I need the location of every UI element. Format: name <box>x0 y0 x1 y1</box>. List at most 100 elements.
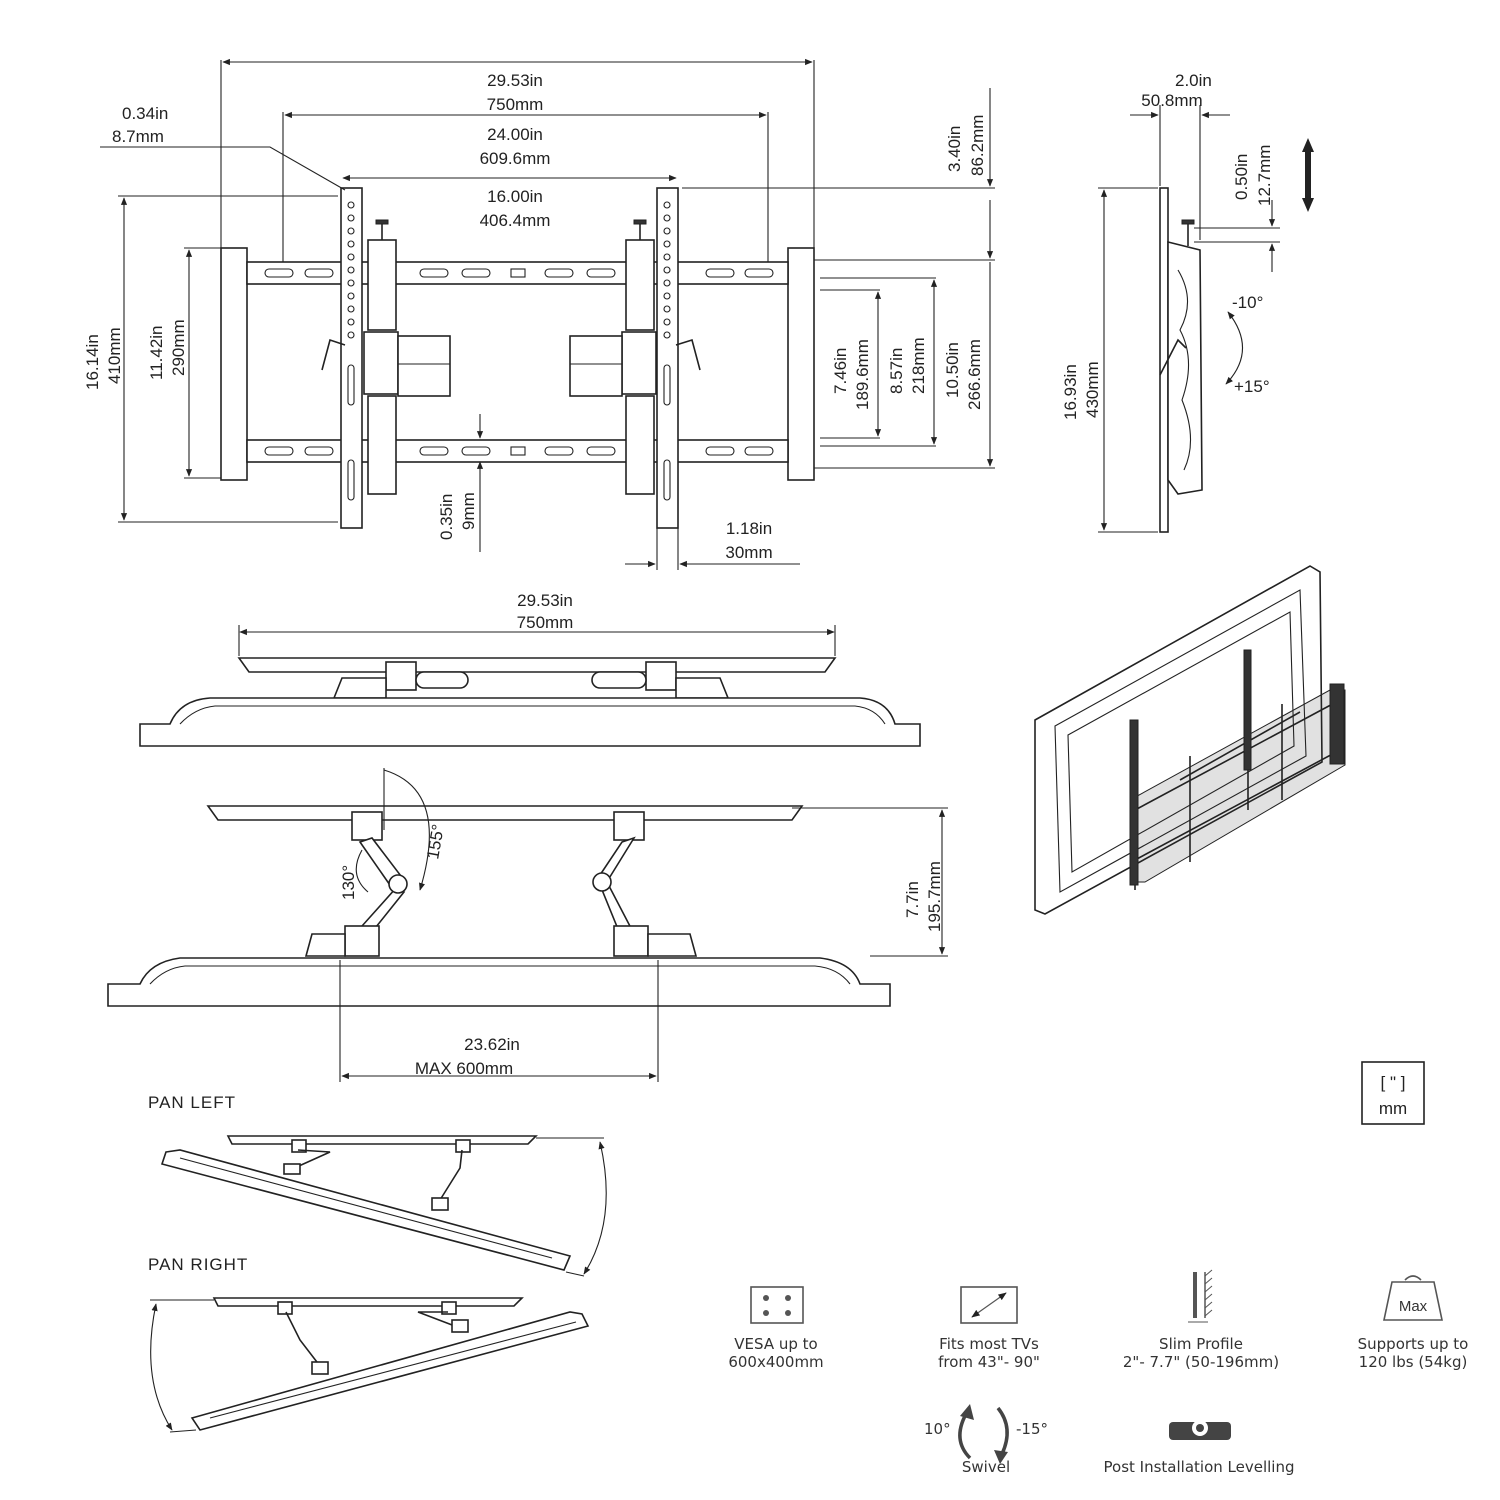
weight-line2: 120 lbs (54kg) <box>1359 1353 1468 1371</box>
folded-width-in: 29.53in <box>517 591 573 610</box>
front-view: 29.53in 750mm 24.00in 609.6mm 16.00in 40… <box>83 58 995 570</box>
depth-in: 2.0in <box>1175 71 1212 90</box>
folded-tv-profile <box>139 697 921 747</box>
left-end-plate <box>220 247 248 481</box>
swivel-label: Swivel <box>962 1458 1010 1476</box>
feature-levelling: Post Installation Levelling <box>1104 1420 1295 1476</box>
feature-tv-size: Fits most TVs from 43"- 90" <box>938 1286 1040 1371</box>
slim-profile-icon <box>1188 1269 1213 1323</box>
pan-right-title: PAN RIGHT <box>148 1255 248 1274</box>
arm-holes <box>347 201 671 501</box>
vesa-line2: 600x400mm <box>728 1353 823 1371</box>
folded-wall-rail <box>237 657 837 673</box>
swivel-right-angle: -15° <box>1016 1420 1048 1438</box>
arm-width-in: 1.18in <box>726 519 772 538</box>
extended-depth-in: 7.7in <box>903 881 922 918</box>
swivel-right-icon <box>994 1406 1009 1464</box>
h3-mm: 266.6mm <box>965 339 984 410</box>
vesa-line1: VESA up to <box>734 1335 817 1353</box>
front-dimension-lines <box>100 58 995 570</box>
pan-right-view: PAN RIGHT <box>148 1255 590 1433</box>
inner-width-in: 24.00in <box>487 125 543 144</box>
h3-in: 10.50in <box>943 342 962 398</box>
h2-in: 8.57in <box>887 348 906 394</box>
tv-size-icon <box>960 1286 1018 1324</box>
slot-in: 0.35in <box>437 494 456 540</box>
hole-mm: 8.7mm <box>112 127 164 146</box>
levelling-label: Post Installation Levelling <box>1104 1458 1295 1476</box>
swivel-left-angle: 10° <box>924 1420 951 1438</box>
tilt-arc <box>1225 311 1244 385</box>
elbow-angle: 130° <box>339 865 358 900</box>
slim-line1: Slim Profile <box>1159 1335 1243 1353</box>
tv-size-line1: Fits most TVs <box>939 1335 1039 1353</box>
weight-line1: Supports up to <box>1358 1335 1469 1353</box>
folded-width-mm: 750mm <box>517 613 574 632</box>
extended-wall-rail <box>206 805 804 821</box>
top-offset-mm: 86.2mm <box>968 115 987 176</box>
feature-weight: Max Supports up to 120 lbs (54kg) <box>1358 1275 1469 1371</box>
units-inch: [ " ] <box>1381 1073 1406 1092</box>
level-icon <box>1169 1420 1231 1440</box>
right-vertical-arm <box>656 187 679 529</box>
depth-mm: 50.8mm <box>1141 91 1202 110</box>
extended-depth-mm: 195.7mm <box>925 861 944 932</box>
span-in: 23.62in <box>464 1035 520 1054</box>
top-offset-in: 3.40in <box>945 126 964 172</box>
h1-mm: 189.6mm <box>853 339 872 410</box>
right-hook <box>569 219 701 495</box>
adjust-mm: 12.7mm <box>1255 145 1274 206</box>
swivel-left-icon <box>958 1404 974 1460</box>
pan-left-view: PAN LEFT <box>148 1093 607 1277</box>
iso-mount <box>1129 649 1346 890</box>
slot-mm: 9mm <box>459 492 478 530</box>
overall-width-in: 29.53in <box>487 71 543 90</box>
span-mm: MAX 600mm <box>415 1059 513 1078</box>
folded-view: 29.53in 750mm <box>139 591 921 747</box>
isometric-view <box>1034 565 1346 915</box>
h1-in: 7.46in <box>831 348 850 394</box>
vesa-width-in: 16.00in <box>487 187 543 206</box>
arm-angle: 155° <box>423 823 448 861</box>
bottom-rail <box>246 439 789 463</box>
left-hook <box>321 219 451 495</box>
side-wall-plate <box>1159 187 1169 533</box>
weight-icon: Max <box>1383 1275 1443 1321</box>
adjust-in: 0.50in <box>1232 154 1251 200</box>
tv-size-line2: from 43"- 90" <box>938 1353 1040 1371</box>
extended-tv-profile <box>107 957 891 1007</box>
frame-height-mm: 290mm <box>169 319 188 376</box>
inner-width-mm: 609.6mm <box>480 149 551 168</box>
left-vertical-arm <box>340 187 363 529</box>
units-legend: [ " ] mm <box>1361 1061 1425 1125</box>
hole-in: 0.34in <box>122 104 168 123</box>
side-view: 2.0in 50.8mm 0.50in 12.7mm 16.93in 430mm… <box>1061 71 1314 533</box>
side-height-in: 16.93in <box>1061 364 1080 420</box>
side-bracket <box>1167 240 1203 495</box>
right-end-plate <box>787 247 815 481</box>
extended-view: 155° 130° 7.7in 195.7mm 23.62in MAX 600m… <box>107 768 948 1082</box>
feature-swivel: 10° -15° Swivel <box>924 1404 1048 1476</box>
height-mm: 410mm <box>105 327 124 384</box>
height-in: 16.14in <box>83 334 102 390</box>
arm-width-mm: 30mm <box>725 543 772 562</box>
rail-slots <box>264 268 774 456</box>
units-mm: mm <box>1379 1099 1407 1118</box>
overall-width-mm: 750mm <box>487 95 544 114</box>
top-rail <box>246 261 789 285</box>
pan-left-title: PAN LEFT <box>148 1093 236 1112</box>
weight-badge: Max <box>1399 1298 1428 1315</box>
vesa-icon <box>750 1286 804 1324</box>
frame-height-in: 11.42in <box>147 325 166 380</box>
vesa-width-mm: 406.4mm <box>480 211 551 230</box>
h2-mm: 218mm <box>909 337 928 394</box>
feature-slim-profile: Slim Profile 2"- 7.7" (50-196mm) <box>1123 1269 1279 1371</box>
feature-vesa: VESA up to 600x400mm <box>728 1286 824 1371</box>
tilt-up: -10° <box>1232 293 1263 312</box>
vertical-adjust-icon <box>1302 138 1314 212</box>
pan-left-tv <box>160 1149 572 1271</box>
side-height-mm: 430mm <box>1083 361 1102 418</box>
tilt-down: +15° <box>1234 377 1270 396</box>
slim-line2: 2"- 7.7" (50-196mm) <box>1123 1353 1279 1371</box>
